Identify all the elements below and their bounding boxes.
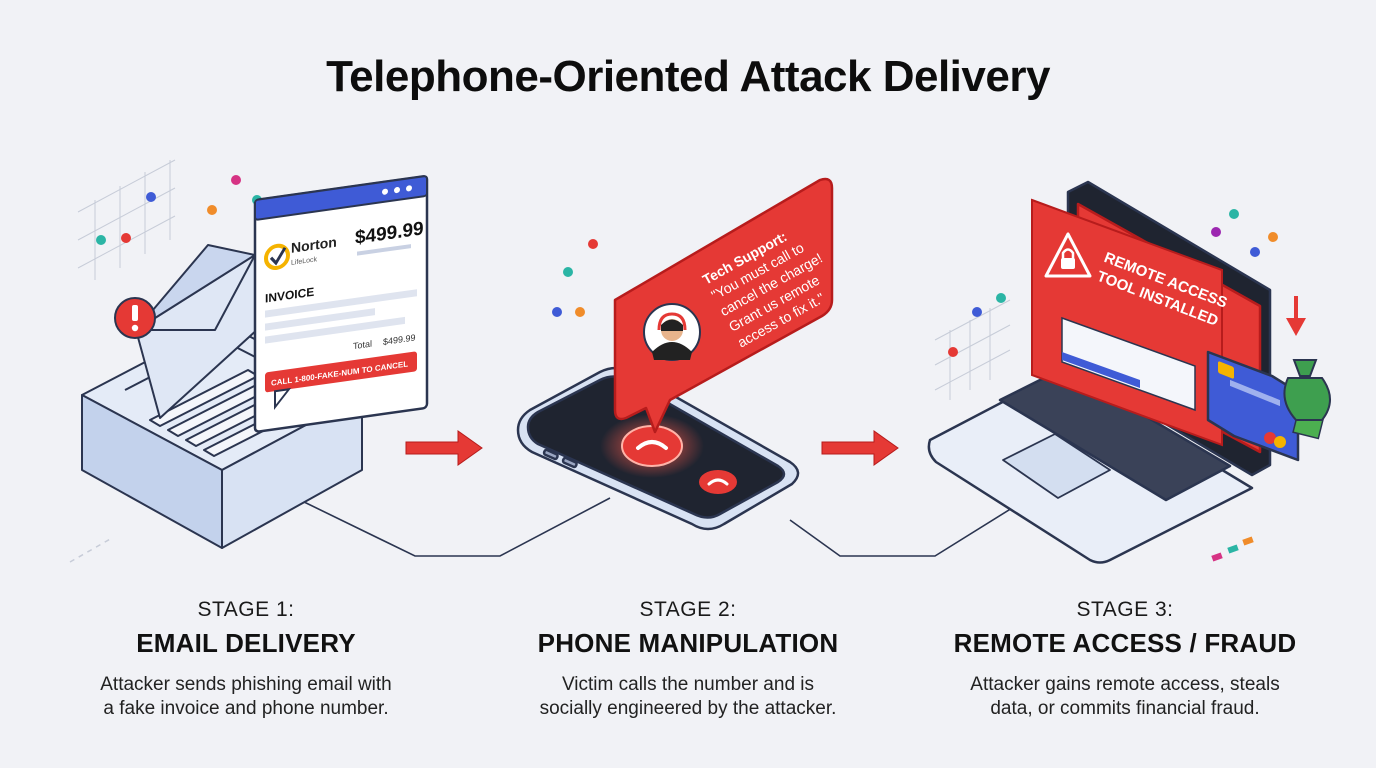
decor-grid-left: [77, 159, 176, 280]
invoice-window: Norton LifeLock $499.99 INVOICE Total $4…: [253, 175, 429, 433]
decor-dots: [96, 175, 1278, 562]
alert-icon: [114, 297, 156, 339]
stage-3-number: STAGE 3:: [1076, 598, 1174, 621]
decor-grid-right: [934, 299, 1011, 400]
arrow-right-icon: [405, 430, 483, 466]
warning-lock-icon: [1044, 232, 1092, 278]
tech-support-speech-bubble: Tech Support: "You must call to cancel t…: [613, 177, 834, 434]
invoice-total-label: Total: [353, 339, 372, 352]
hang-up-icon: [699, 470, 737, 494]
stage-2-caption: STAGE 2: PHONE MANIPULATION Victim calls…: [478, 598, 898, 721]
stage1-illustration: Norton LifeLock $499.99 INVOICE Total $4…: [69, 175, 429, 563]
page-title: Telephone-Oriented Attack Delivery: [326, 52, 1050, 101]
arrow-right-icon-2: [821, 430, 899, 466]
stage-3-desc-line-2: data, or commits financial fraud.: [990, 698, 1260, 719]
stage2-illustration: Tech Support: "You must call to cancel t…: [516, 177, 834, 531]
hacker-headset-icon: [643, 303, 701, 361]
stage-1-name: EMAIL DELIVERY: [136, 628, 356, 658]
stage3-illustration: REMOTE ACCESS TOOL INSTALLED: [927, 180, 1331, 564]
stage-2-number: STAGE 2:: [639, 598, 737, 621]
incoming-call-icon: [621, 425, 683, 467]
stage-connector-line: [299, 497, 611, 557]
invoice-total-value: $499.99: [383, 332, 415, 347]
down-arrow-icon: [1286, 296, 1306, 336]
stage-3-caption: STAGE 3: REMOTE ACCESS / FRAUD Attacker …: [915, 598, 1335, 721]
stage-connector-line-2: [789, 499, 1026, 557]
stage-2-name: PHONE MANIPULATION: [537, 628, 839, 658]
stage-1-desc-line-1: Attacker sends phishing email with: [100, 674, 392, 695]
remote-access-panel: REMOTE ACCESS TOOL INSTALLED: [1031, 198, 1229, 447]
stage-3-desc: Attacker gains remote access, steals dat…: [915, 673, 1335, 721]
stage-1-desc: Attacker sends phishing email with a fak…: [36, 673, 456, 721]
stage-1-caption: STAGE 1: EMAIL DELIVERY Attacker sends p…: [36, 598, 456, 721]
invoice-label: INVOICE: [265, 285, 314, 306]
stage-2-desc-line-2: socially engineered by the attacker.: [539, 698, 837, 719]
invoice-brand: Norton: [291, 234, 337, 256]
invoice-brand-sub: LifeLock: [291, 256, 317, 267]
norton-logo-icon: [264, 243, 290, 271]
stage-2-desc: Victim calls the number and is socially …: [478, 673, 898, 721]
money-bag-icon: [1283, 359, 1331, 440]
stage-3-name: REMOTE ACCESS / FRAUD: [953, 628, 1297, 658]
stage-3-desc-line-1: Attacker gains remote access, steals: [970, 674, 1280, 695]
stage-1-number: STAGE 1:: [197, 598, 295, 621]
stage-2-desc-line-1: Victim calls the number and is: [561, 674, 815, 695]
credit-card-icon: [1206, 350, 1300, 462]
stage-1-desc-line-2: a fake invoice and phone number.: [103, 698, 389, 719]
